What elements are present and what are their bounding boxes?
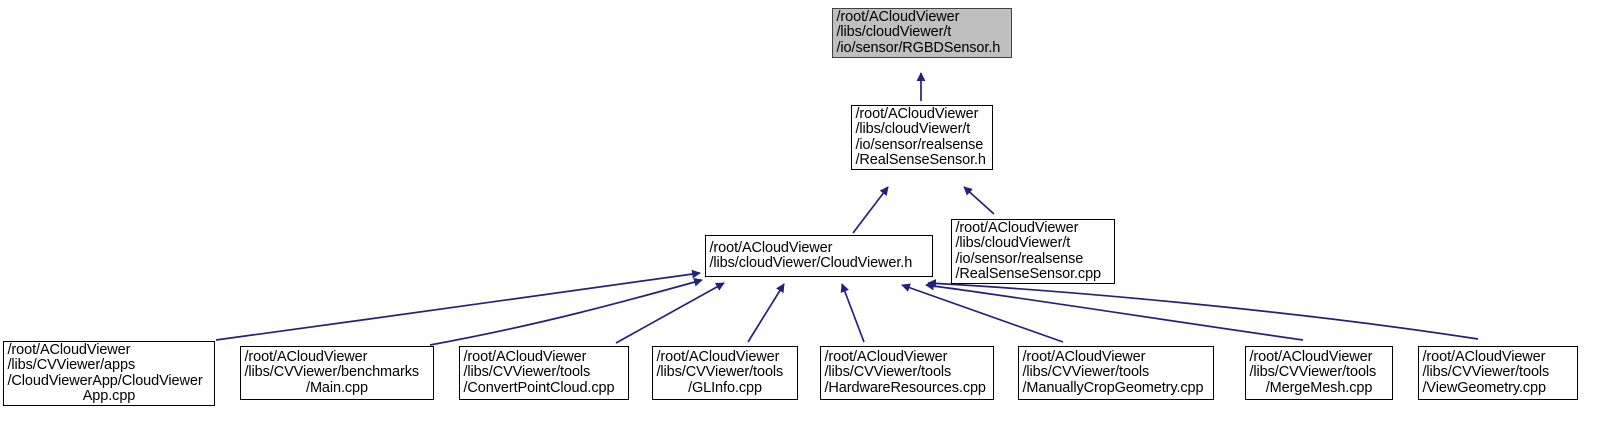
node-line: /root/ACloudViewer [1022,348,1146,365]
node-convertpointcloud-cpp[interactable]: /root/ACloudViewer /libs/CVViewer/tools … [459,346,629,400]
node-line: /HardwareResources.cpp [824,379,987,396]
node-line: /libs/cloudViewer/CloudViewer.h [709,255,913,271]
node-line: /io/sensor/realsense [955,250,1084,267]
node-line: /libs/CVViewer/tools [1249,364,1377,381]
node-line: /root/ACloudViewer [463,348,587,365]
node-cloudviewerapp-cpp[interactable]: /root/ACloudViewer /libs/CVViewer/apps /… [3,341,215,406]
node-line: /libs/cloudViewer/t [955,235,1071,252]
node-line: /libs/CVViewer/apps [7,357,136,374]
node-line: /root/ACloudViewer [7,341,131,358]
node-line: /Main.cpp [306,379,368,396]
edge-manuallycropgeometry-cpp-to-cloudviewer-h [901,283,1064,343]
node-line: /libs/CVViewer/benchmarks [244,364,420,381]
node-cloudviewer-h[interactable]: /root/ACloudViewer /libs/cloudViewer/Clo… [705,235,933,277]
node-line: /ViewGeometry.cpp [1422,379,1547,396]
node-mergemesh-cpp[interactable]: /root/ACloudViewer /libs/CVViewer/tools … [1245,346,1393,400]
node-line: /libs/CVViewer/tools [656,364,784,381]
edge-cloudviewerapp-cpp-to-cloudviewer-h [215,269,701,341]
node-line: /root/ACloudViewer [836,8,960,25]
node-line: /libs/CVViewer/tools [824,364,952,381]
node-line: /root/ACloudViewer [1249,348,1373,365]
node-line: /ConvertPointCloud.cpp [463,379,615,396]
node-glinfo-cpp[interactable]: /root/ACloudViewer /libs/CVViewer/tools … [652,346,798,400]
edge-cloudviewer-h-to-realsensesensor-h [852,186,889,234]
node-line: /MergeMesh.cpp [1265,379,1373,396]
node-line: /RealSenseSensor.h [855,151,987,168]
node-line: /libs/cloudViewer/t [855,121,971,138]
node-line: /root/ACloudViewer [709,239,833,256]
node-line: /root/ACloudViewer [955,219,1079,236]
node-line: /RealSenseSensor.cpp [955,265,1102,282]
node-realsensesensor-cpp[interactable]: /root/ACloudViewer /libs/cloudViewer/t /… [951,219,1115,284]
edge-mergemesh-cpp-to-cloudviewer-h [925,281,1304,341]
node-line: /libs/CVViewer/tools [1022,364,1150,381]
node-line: /io/sensor/RGBDSensor.h [836,39,1001,56]
node-line: /root/ACloudViewer [656,348,780,365]
node-hardwareresources-cpp[interactable]: /root/ACloudViewer /libs/CVViewer/tools … [820,346,994,400]
node-manuallycropgeometry-cpp[interactable]: /root/ACloudViewer /libs/CVViewer/tools … [1018,346,1214,400]
node-line: /GLInfo.cpp [688,379,762,396]
node-line: /root/ACloudViewer [855,105,979,122]
edge-hardwareresources-cpp-to-cloudviewer-h [840,283,865,343]
node-line: /root/ACloudViewer [1422,348,1546,365]
edge-convertpointcloud-cpp-to-cloudviewer-h [615,282,725,344]
node-line: /libs/CVViewer/tools [1422,364,1550,381]
edge-realsensesensor-cpp-to-realsensesensor-h [963,186,995,215]
edge-viewgeometry-cpp-to-cloudviewer-h [927,279,1479,340]
node-rgbdsensor-h[interactable]: /root/ACloudViewer /libs/cloudViewer/t /… [832,8,1012,58]
node-line: App.cpp [82,387,136,404]
node-viewgeometry-cpp[interactable]: /root/ACloudViewer /libs/CVViewer/tools … [1418,346,1578,400]
edge-benchmarks-main-cpp-to-cloudviewer-h [429,277,703,346]
node-benchmarks-main-cpp[interactable]: /root/ACloudViewer /libs/CVViewer/benchm… [240,346,434,400]
node-realsensesensor-h[interactable]: /root/ACloudViewer /libs/cloudViewer/t /… [851,105,993,170]
node-line: /ManuallyCropGeometry.cpp [1022,379,1204,396]
node-line: /io/sensor/realsense [855,136,984,153]
node-line: /root/ACloudViewer [824,348,948,365]
edge-glinfo-cpp-to-cloudviewer-h [747,283,785,343]
node-line: /CloudViewerApp/CloudViewer [7,372,203,389]
node-line: /libs/CVViewer/tools [463,364,591,381]
node-line: /root/ACloudViewer [244,348,368,365]
node-line: /libs/cloudViewer/t [836,24,952,41]
